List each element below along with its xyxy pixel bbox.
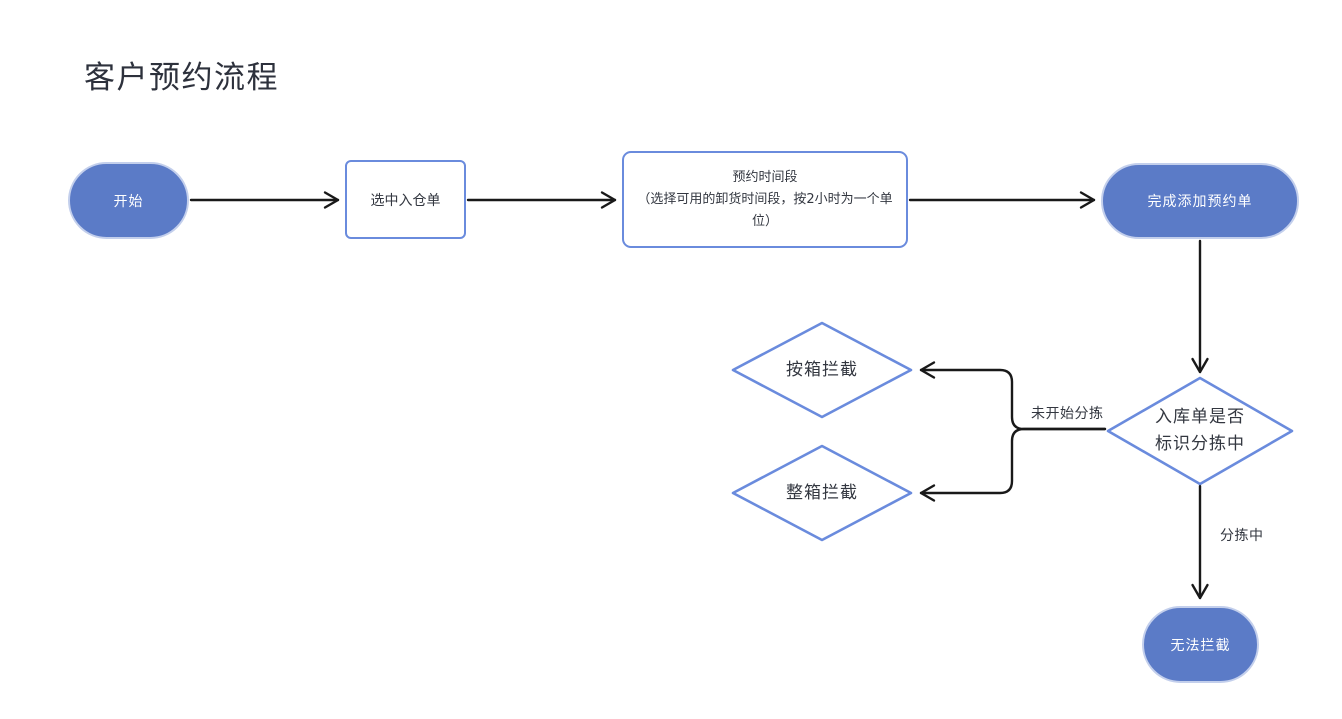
- node-appointment-time-slot-line2: （选择可用的卸货时间段，按2小时为一个单位）: [637, 191, 893, 229]
- node-appointment-time-slot: 预约时间段 （选择可用的卸货时间段，按2小时为一个单位）: [622, 151, 908, 248]
- edge-decision-to-wholebox: [919, 427, 1107, 502]
- decision-sorting-diamond: [1106, 376, 1294, 486]
- node-decision-sorting-label: 入库单是否 标识分拣中: [1108, 378, 1292, 484]
- intercept-whole-box-diamond: [731, 444, 913, 542]
- node-appointment-time-slot-line1: 预约时间段: [732, 169, 798, 185]
- node-select-inbound-order: 选中入仓单: [345, 160, 466, 239]
- node-complete-appointment: 完成添加预约单: [1101, 163, 1299, 239]
- page-title: 客户预约流程: [84, 60, 279, 96]
- edge-decision-to-bybox: [919, 361, 1107, 431]
- decision-line2: 标识分拣中: [1155, 434, 1245, 454]
- decision-line1: 入库单是否: [1155, 407, 1245, 427]
- intercept-by-box-diamond: [731, 321, 913, 419]
- node-cannot-intercept: 无法拦截: [1142, 606, 1259, 683]
- node-start: 开始: [68, 162, 189, 239]
- node-intercept-by-box-label: 按箱拦截: [786, 359, 858, 380]
- node-intercept-whole-box-label: 整箱拦截: [786, 482, 858, 503]
- edge-label-sorting-in-progress: 分拣中: [1220, 525, 1264, 545]
- edge-label-not-started-sorting: 未开始分拣: [1031, 403, 1104, 423]
